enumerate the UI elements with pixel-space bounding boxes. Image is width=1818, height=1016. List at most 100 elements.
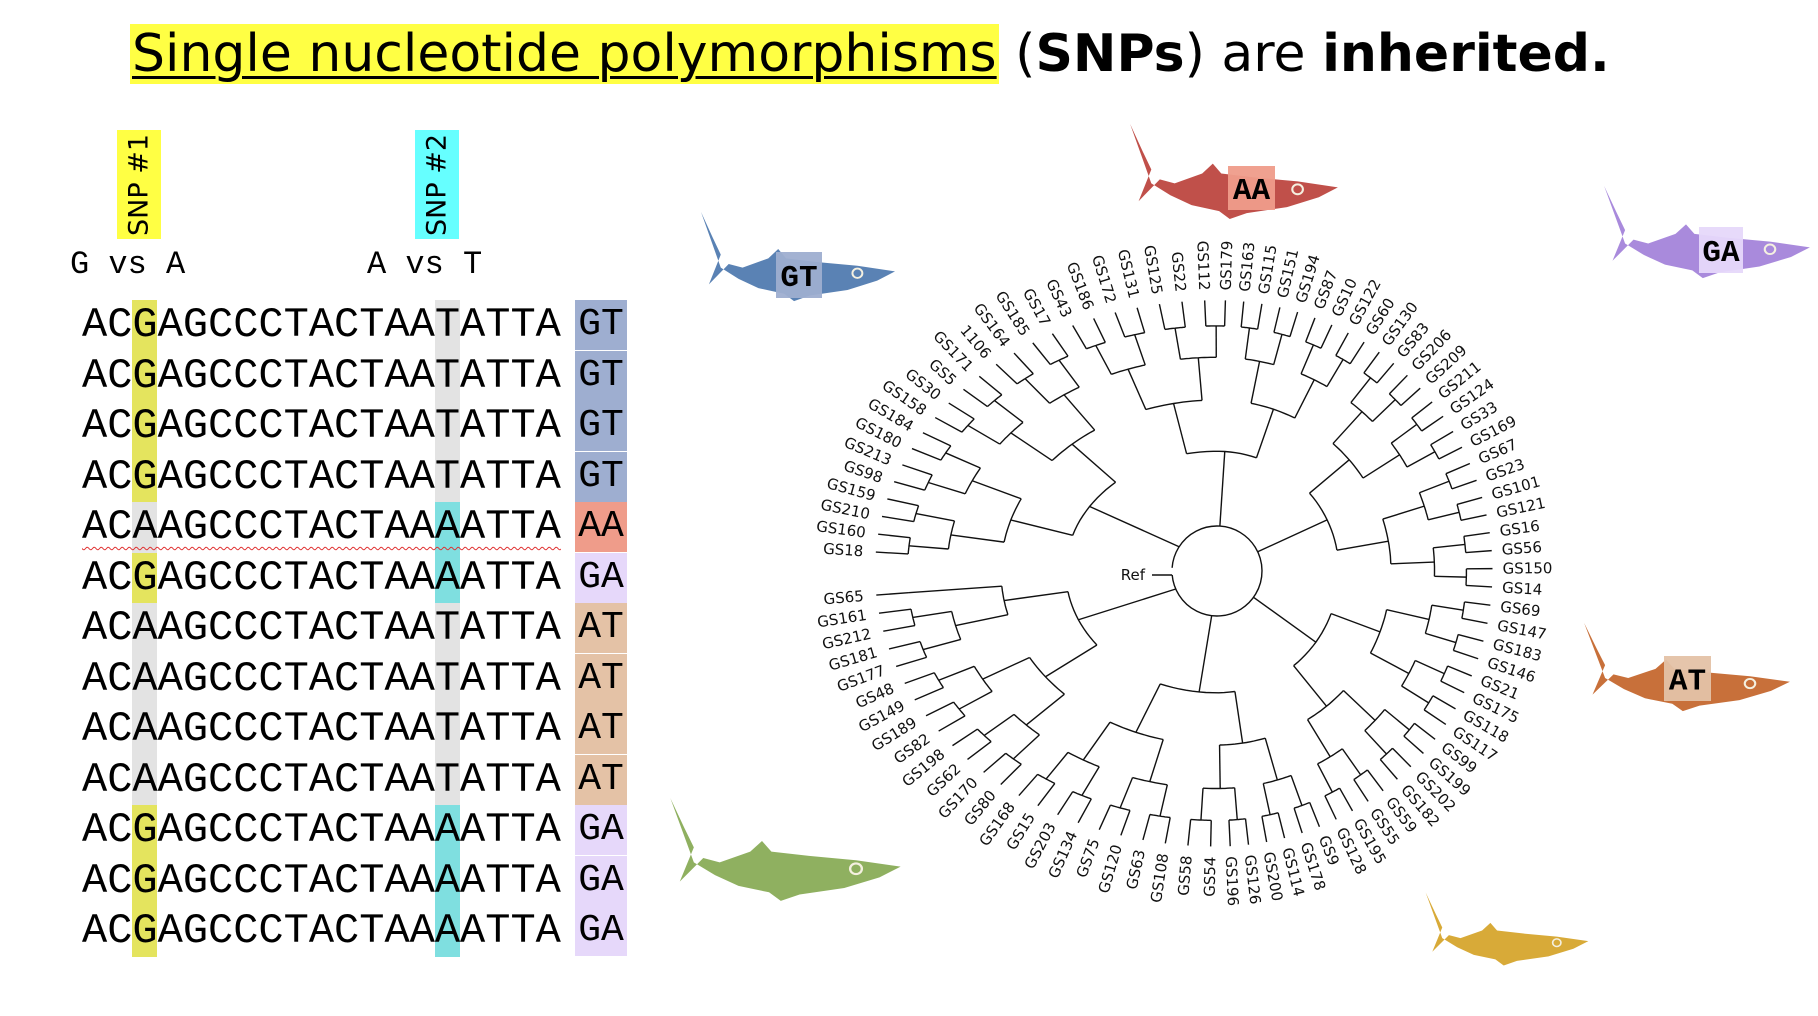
shark-label-box — [776, 252, 822, 298]
tree-join — [933, 672, 944, 689]
title-text: ) are — [1184, 24, 1323, 84]
tree-branch — [945, 452, 981, 469]
tree-branch — [1432, 695, 1456, 710]
tree-branch — [1419, 480, 1450, 494]
tree-branch — [1438, 446, 1463, 460]
tree-branch — [1433, 543, 1466, 549]
tree-branch — [1203, 300, 1207, 327]
tree-branch — [1294, 379, 1315, 419]
tree-branch — [893, 481, 925, 491]
shark-eye-icon — [851, 267, 864, 279]
tree-branch — [887, 498, 919, 507]
shark-label-box — [1664, 656, 1711, 701]
tree-branch — [1434, 575, 1467, 578]
tree-branch — [1342, 689, 1376, 721]
tree-branch — [1093, 318, 1106, 343]
tree-join — [1003, 498, 1022, 543]
tree-branch — [908, 545, 949, 550]
tree-branch — [938, 715, 966, 732]
tree-branch — [947, 585, 1002, 591]
tree-branch — [1386, 609, 1430, 621]
tree-branch — [1421, 415, 1444, 432]
snp2-cell — [434, 300, 460, 351]
tree-branch — [1134, 334, 1146, 366]
tree-branch — [1077, 798, 1092, 824]
shark-genotype-label: GA — [1702, 236, 1740, 271]
tree-branch — [983, 713, 1015, 736]
tree-branch — [1309, 459, 1350, 494]
snp2-cell — [434, 401, 460, 452]
snp1-cell — [132, 704, 158, 755]
tree-branch — [1430, 430, 1454, 446]
tree-branch — [1388, 374, 1408, 395]
tree-branch — [1324, 795, 1337, 820]
tree-branch — [950, 534, 1005, 543]
tree-branch — [948, 402, 975, 420]
tree-branch — [1382, 505, 1425, 520]
genotype-code: AT — [575, 704, 627, 754]
tree-join — [1110, 804, 1131, 811]
snp2-cell — [434, 754, 460, 805]
tree-branch — [1071, 443, 1117, 483]
tree-branch — [1353, 779, 1369, 802]
tree-branch — [1390, 561, 1435, 565]
tree-join — [1424, 605, 1433, 634]
tree-join — [1159, 683, 1235, 694]
tree-branch — [1024, 378, 1051, 404]
title-text: ( — [998, 24, 1036, 84]
tree-branch — [928, 481, 966, 495]
tree-join — [1364, 709, 1386, 732]
tree-branch — [1209, 820, 1212, 847]
tree-branch — [972, 480, 1022, 500]
tree-branch — [1447, 665, 1472, 677]
tree-branch — [963, 388, 988, 408]
shark-body-icon — [1130, 123, 1338, 220]
tree-branch — [1453, 649, 1479, 660]
tree-leaf-label: GS125 — [1140, 244, 1166, 296]
snp2-cell — [434, 350, 460, 401]
sequence-row: ACGAGCCCTACTAATATTA — [82, 351, 561, 400]
tree-join — [1293, 613, 1332, 667]
snp1-cell — [132, 754, 158, 805]
snp2-tag: SNP #2 — [415, 130, 459, 239]
shark-eye-icon — [848, 862, 864, 876]
tree-branch — [1272, 334, 1283, 365]
tree-leaf-label: GS179 — [1217, 240, 1237, 290]
tree-branch — [1032, 342, 1051, 365]
tree-join — [910, 609, 916, 626]
tree-branch — [1149, 739, 1164, 782]
snp1-tag: SNP #1 — [117, 130, 161, 239]
tree-branch — [1366, 769, 1384, 792]
tree-branch — [1142, 814, 1151, 841]
tree-branch — [1082, 721, 1111, 761]
phylogenetic-tree — [875, 300, 1493, 847]
tree-branch — [1363, 351, 1380, 374]
snp1-cell — [132, 603, 158, 654]
snp1-cell — [132, 401, 158, 452]
tree-branch — [934, 416, 963, 433]
tree-branch — [982, 656, 1030, 680]
genotype-code: GA — [575, 906, 627, 956]
tree-branch — [1306, 719, 1331, 758]
sequence-row: ACAAGCCCTACTAAAATTA — [82, 503, 561, 551]
tree-branch — [1078, 588, 1176, 621]
tree-branch — [1326, 359, 1344, 387]
tree-branch — [1309, 802, 1321, 828]
tree-leaf-label: GS14 — [1502, 579, 1543, 599]
tree-join — [1067, 591, 1098, 646]
tree-branch — [1370, 652, 1410, 675]
tree-branch — [1431, 604, 1464, 611]
tree-join — [1308, 492, 1338, 551]
tree-branch — [1305, 317, 1316, 343]
tree-branch — [1127, 368, 1147, 410]
tree-leaf-label: GS150 — [1503, 559, 1553, 577]
tree-branch — [925, 701, 954, 717]
tree-branch — [1089, 505, 1180, 548]
tree-join — [1190, 818, 1212, 822]
tree-branch — [1198, 615, 1213, 693]
tree-join — [1305, 341, 1322, 349]
tree-leaf-label: GS63 — [1123, 848, 1149, 891]
snp2-cell — [434, 805, 460, 856]
tree-join — [1250, 402, 1296, 419]
sequence-row: ACAAGCCCTACTAATATTA — [82, 654, 561, 703]
